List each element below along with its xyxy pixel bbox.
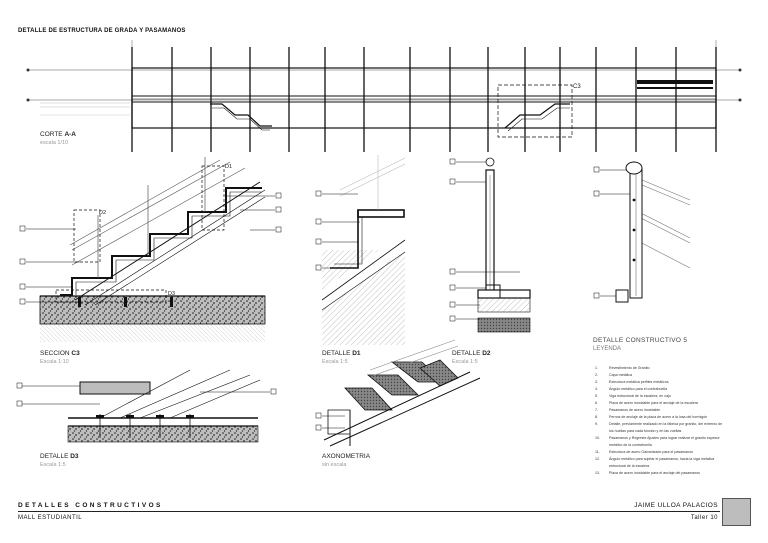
section-aa-scale: escala 1/10 xyxy=(40,140,69,146)
section-c3-drawing xyxy=(19,157,282,342)
detail-d1-prefix: DETALLE xyxy=(322,350,353,357)
legend-item: 9.Detalle, previamente realizado en la f… xyxy=(595,422,723,433)
detail-d2-caption: DETALLE D2 xyxy=(452,350,491,357)
detail-d2-code: D2 xyxy=(482,350,491,357)
legend-item: 1.Revestimiento de Granito xyxy=(595,366,650,370)
legend-item: 12.Ángulo metálico para sujetar el pasam… xyxy=(595,457,715,468)
detail-d2-scale: Escala 1:5 xyxy=(452,359,478,365)
legend-item: 5.Viga estructural de la escalera, en ca… xyxy=(595,394,671,398)
footer-divider xyxy=(18,511,720,512)
legend-item: 10.Pasamanos y Regreste Ajustes para log… xyxy=(595,436,720,447)
detail-d1-drawing xyxy=(315,155,406,345)
detail-d1-scale: Escala 1:5 xyxy=(322,359,348,365)
callout-d2-label: D2 xyxy=(99,210,107,216)
section-c3-caption: SECCION C3 xyxy=(40,350,80,357)
footer-project: MALL ESTUDIANTIL xyxy=(18,515,83,521)
legend-title: DETALLE CONSTRUCTIVO 5 xyxy=(593,337,688,344)
callout-d1-label: D1 xyxy=(225,164,233,170)
detail-d2-prefix: DETALLE xyxy=(452,350,483,357)
detail-d3-caption: DETALLE D3 xyxy=(40,453,79,460)
footer-course: Taller 10 xyxy=(690,515,718,521)
section-c3-prefix: SECCION xyxy=(40,350,72,357)
legend-item: 8.Pernos de anclaje de la placa de acero… xyxy=(595,415,708,419)
section-aa-prefix: CORTE xyxy=(40,131,65,138)
axonometric-caption: AXONOMETRIA xyxy=(322,453,371,460)
section-aa-code: A-A xyxy=(64,131,77,138)
section-aa-drawing xyxy=(26,40,742,152)
detail-d3-code: D3 xyxy=(70,453,79,460)
axonometric-scale: sin escala xyxy=(322,462,347,468)
callout-c3-label: C3 xyxy=(573,84,581,90)
callout-d3-label: D3 xyxy=(168,291,176,297)
detail-5-drawing xyxy=(593,161,691,303)
section-aa-caption: CORTE A-A xyxy=(40,131,76,138)
legend-item: 4.Ángulo metálico para el contrahuella xyxy=(595,387,668,391)
legend-item: 6.Placa de acero inoxidable para el ancl… xyxy=(595,401,698,405)
legend-item: 13.Placa de acero inoxidable para el anc… xyxy=(595,471,700,475)
title-block-box xyxy=(722,498,751,526)
section-c3-scale: Escala 1:10 xyxy=(40,359,69,365)
legend-subtitle: LEYENDA xyxy=(593,346,622,352)
footer-title: DETALLES CONSTRUCTIVOS xyxy=(18,502,163,509)
detail-d3-prefix: DETALLE xyxy=(40,453,71,460)
legend-item: 2.Capa metálica xyxy=(595,373,632,377)
legend-list: 1.Revestimiento de Granito 2.Capa metáli… xyxy=(595,365,725,477)
sheet-title: DETALLE DE ESTRUCTURA DE GRADA Y PASAMAN… xyxy=(18,28,186,34)
detail-d1-code: D1 xyxy=(352,350,361,357)
detail-d2-drawing xyxy=(449,157,531,333)
section-c3-code: C3 xyxy=(71,350,80,357)
legend-item: 7.Pasamanos de acero inoxidable xyxy=(595,408,661,412)
detail-d3-drawing xyxy=(16,369,277,443)
detail-d3-scale: Escala 1:5 xyxy=(40,462,66,468)
legend-item: 11.Estructura de acero Galvanizado para … xyxy=(595,450,693,454)
axonometric-drawing xyxy=(315,339,481,447)
detail-d1-caption: DETALLE D1 xyxy=(322,350,361,357)
footer-author: JAIME ULLOA PALACIOS xyxy=(634,502,718,509)
legend-item: 3.Estructura metálica perfiles metálicos xyxy=(595,380,669,384)
